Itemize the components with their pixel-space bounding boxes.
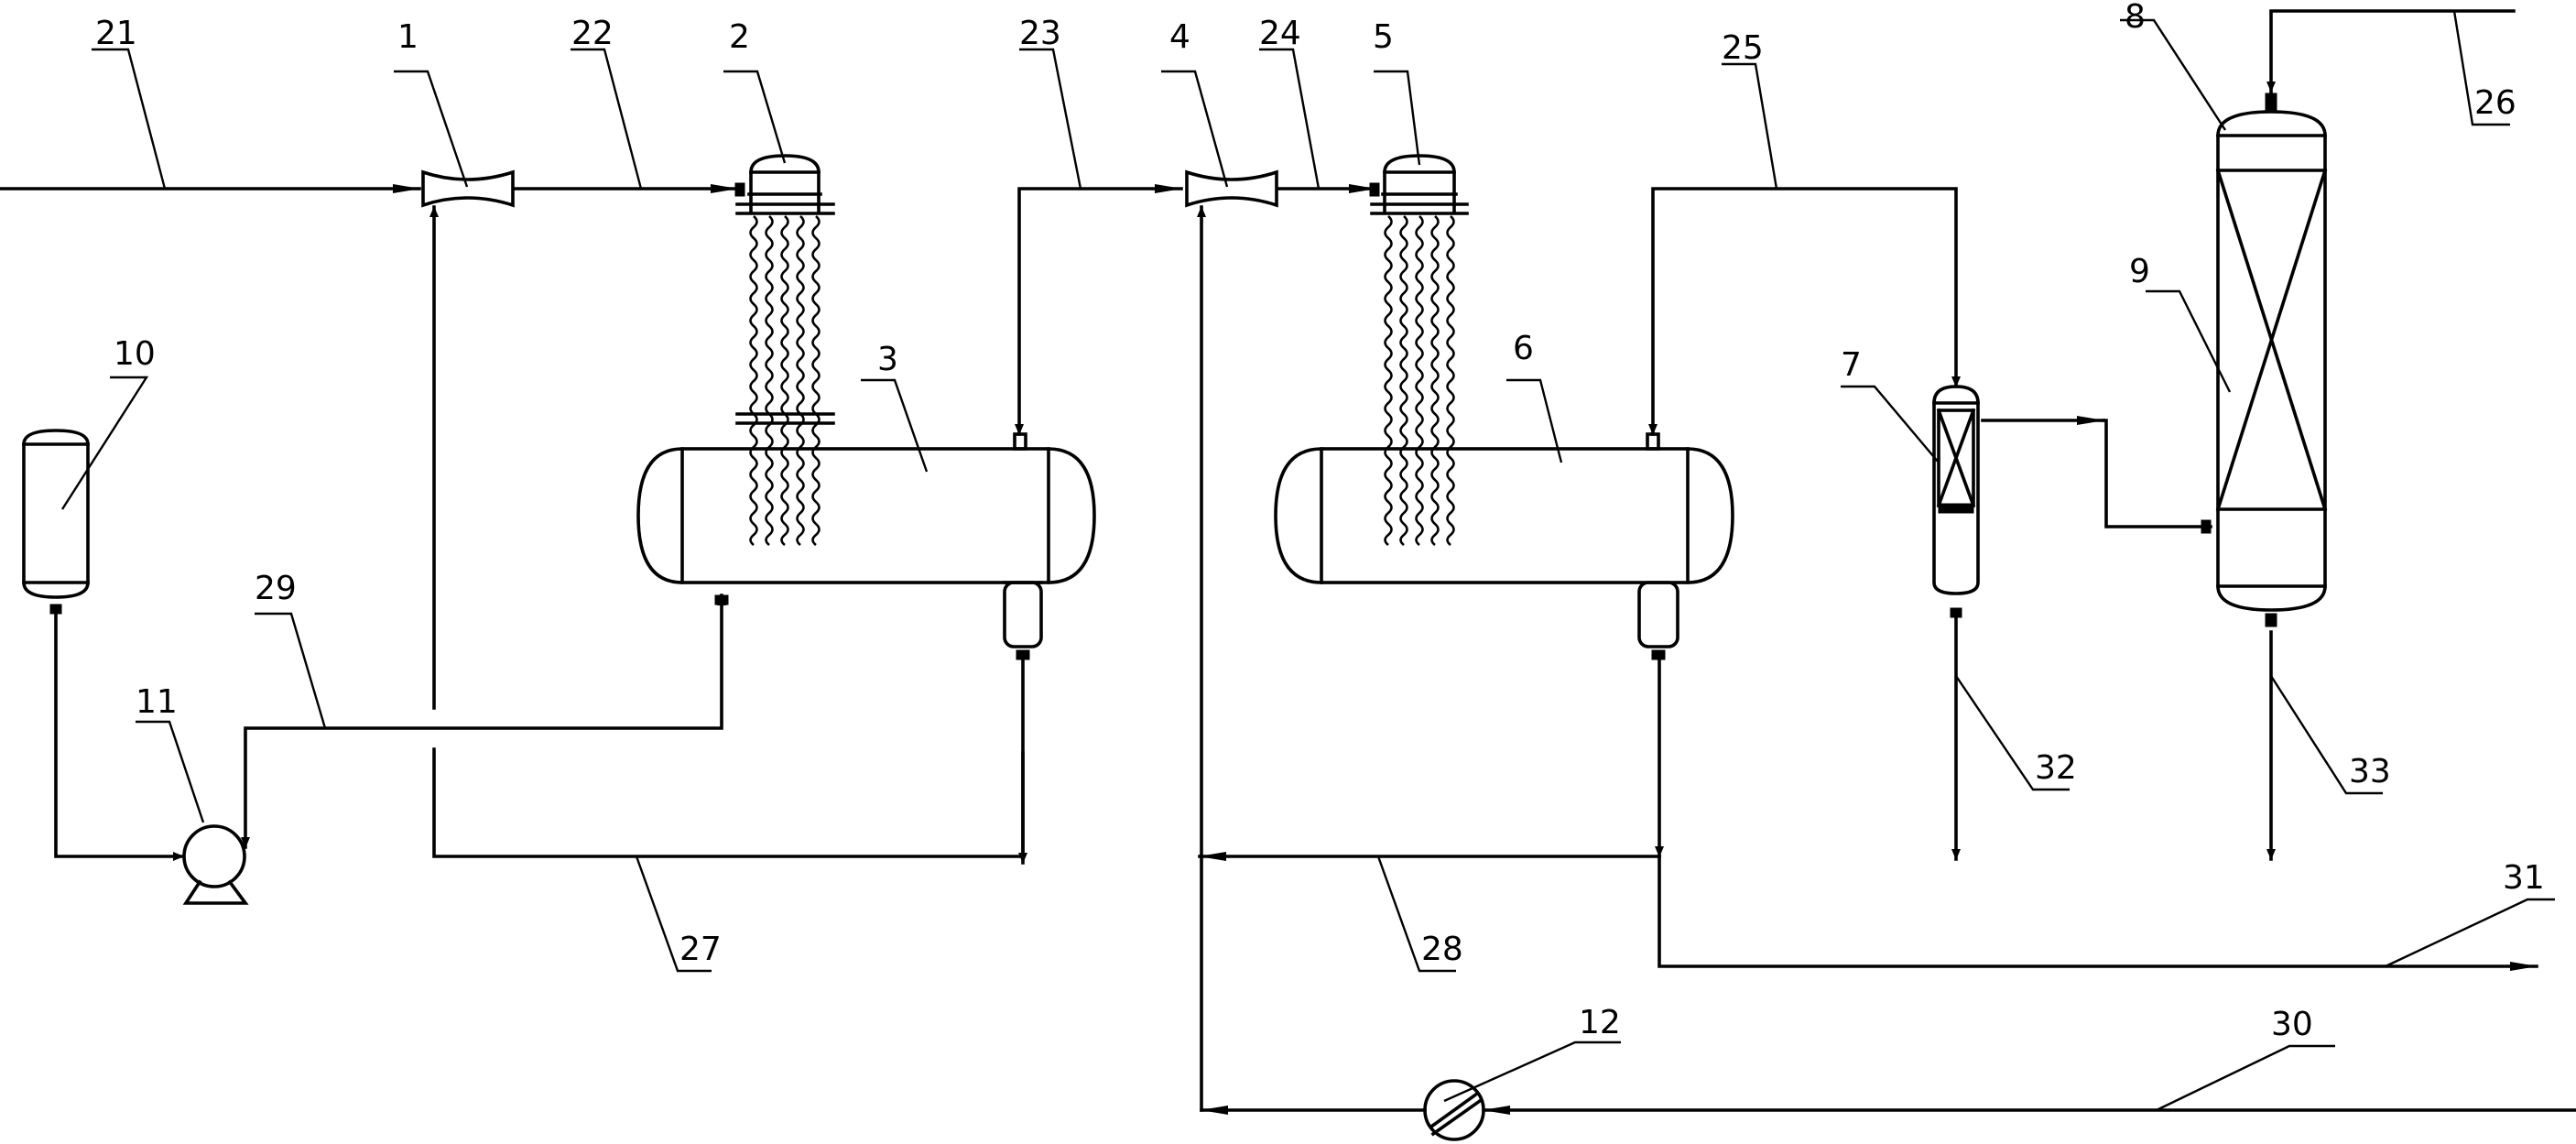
coil-strand bbox=[811, 215, 821, 547]
label-24: 24 bbox=[1259, 15, 1301, 52]
stream-27-line bbox=[432, 658, 1025, 858]
condenser-2 bbox=[734, 154, 835, 547]
label-26: 26 bbox=[2474, 84, 2516, 122]
label-1: 1 bbox=[397, 18, 418, 56]
label-33: 33 bbox=[2349, 753, 2391, 790]
condenser-2-coils bbox=[749, 215, 821, 547]
label-22: 22 bbox=[571, 15, 614, 52]
valve-12 bbox=[1423, 1079, 1485, 1141]
label-11: 11 bbox=[136, 683, 178, 721]
label-30: 30 bbox=[2271, 1006, 2313, 1043]
stream-23-line bbox=[1015, 184, 1183, 436]
condenser-5 bbox=[1369, 154, 1469, 547]
stream-29-line bbox=[241, 594, 726, 849]
tank-10 bbox=[22, 429, 90, 615]
label-27: 27 bbox=[679, 931, 722, 968]
label-7: 7 bbox=[1841, 346, 1862, 384]
column-8 bbox=[2201, 93, 2327, 627]
tank-to-pump-line bbox=[54, 614, 185, 861]
label-9: 9 bbox=[2129, 253, 2150, 290]
label-23: 23 bbox=[1019, 15, 1061, 52]
label-29: 29 bbox=[255, 570, 297, 607]
pipelines bbox=[0, 9, 2576, 1115]
coil-strand bbox=[1430, 215, 1440, 547]
column-feed-line bbox=[2102, 419, 2212, 528]
label-28: 28 bbox=[1421, 931, 1463, 968]
leader-lines bbox=[60, 10, 2555, 1112]
label-3: 3 bbox=[877, 341, 898, 378]
label-2: 2 bbox=[729, 18, 750, 56]
label-31: 31 bbox=[2503, 859, 2545, 897]
label-4: 4 bbox=[1169, 18, 1190, 56]
coil-strand bbox=[765, 215, 774, 547]
ejector-1 bbox=[421, 169, 515, 208]
condenser-5-coils bbox=[1384, 215, 1455, 547]
coil-strand bbox=[1415, 215, 1424, 547]
vessel-3 bbox=[636, 432, 1096, 660]
coil-strand bbox=[749, 215, 758, 547]
pump-11 bbox=[182, 824, 249, 905]
label-32: 32 bbox=[2035, 749, 2077, 787]
label-6: 6 bbox=[1513, 330, 1534, 367]
stream-25-line bbox=[1648, 187, 1961, 436]
coil-strand bbox=[1446, 215, 1455, 547]
number-labels: 21 1 22 2 23 4 24 5 25 8 26 9 7 10 3 6 2… bbox=[95, 0, 2545, 1043]
adsorber-7 bbox=[1932, 385, 1980, 618]
stream-31-line bbox=[1658, 855, 2538, 971]
ejector-4 bbox=[1185, 169, 1278, 208]
coil-strand bbox=[796, 215, 805, 547]
label-12: 12 bbox=[1579, 1004, 1621, 1041]
coil-strand bbox=[1384, 215, 1393, 547]
label-8: 8 bbox=[2125, 0, 2146, 36]
label-5: 5 bbox=[1373, 18, 1394, 56]
coil-strand bbox=[1399, 215, 1408, 547]
stream-26-line bbox=[2266, 9, 2516, 93]
label-25: 25 bbox=[1722, 29, 1764, 67]
coil-strand bbox=[780, 215, 789, 547]
packing-9 bbox=[2215, 168, 2328, 512]
vessel-6 bbox=[1274, 432, 1734, 660]
label-10: 10 bbox=[114, 335, 156, 373]
label-21: 21 bbox=[95, 15, 137, 52]
